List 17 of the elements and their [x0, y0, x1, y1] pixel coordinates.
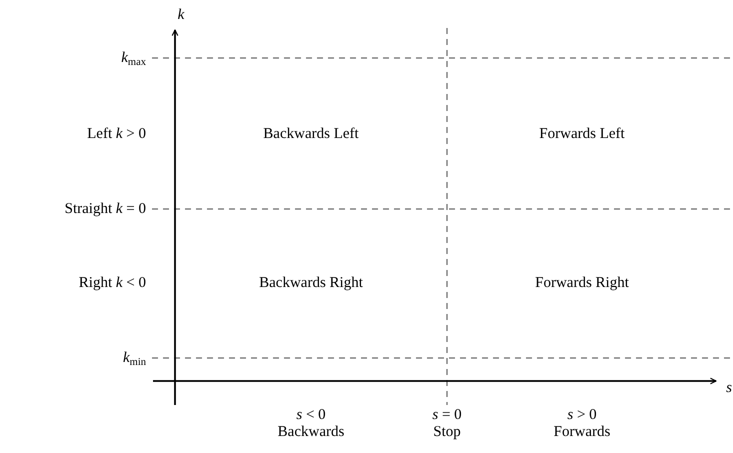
tick-label: Backwards [278, 424, 344, 440]
region-label: Forwards Right [535, 274, 629, 292]
tick-label: k$_{min}$ [122, 350, 146, 366]
region-label: Forwards Left [539, 126, 625, 142]
tick-label: Straight k = 0 [64, 200, 146, 218]
tick-label: s = 0 [432, 406, 462, 424]
region-label: Backwards Right [259, 274, 363, 292]
tick-label: Right k < 0 [78, 274, 146, 292]
region-label: Backwards Left [263, 126, 359, 142]
axis-label: s [726, 380, 732, 396]
tick-label: s < 0 [296, 406, 326, 424]
tick-label: Left k > 0 [87, 126, 146, 142]
axis-label: k [178, 6, 184, 24]
tick-label: k$_{max}$ [121, 50, 146, 66]
tick-label: s > 0 [567, 406, 597, 424]
tick-label: Stop [433, 424, 461, 440]
tick-label: Forwards [554, 424, 610, 440]
